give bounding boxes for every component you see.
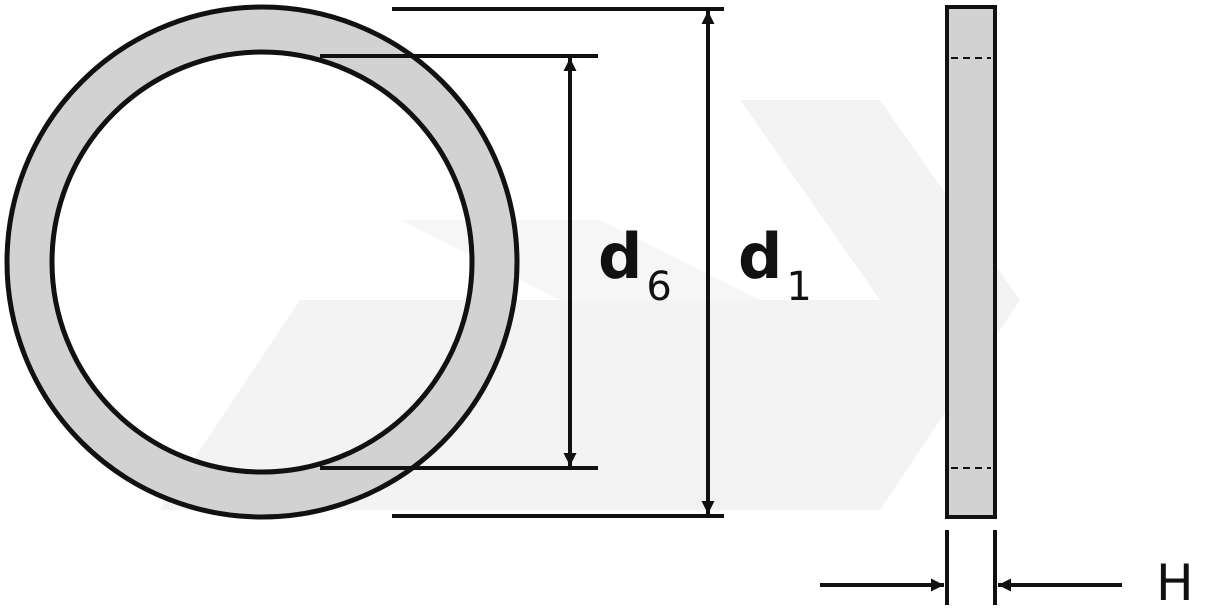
watermark-logo <box>160 100 1020 510</box>
washer-side-view <box>945 5 997 519</box>
d6-label-subscript: 6 <box>646 264 671 310</box>
h-label: H <box>1156 554 1194 610</box>
washer-outer-edge <box>4 4 520 520</box>
watermark-chevron-top <box>480 100 1020 300</box>
d1-label-subscript: 1 <box>786 264 811 310</box>
washer-front-view <box>4 4 520 520</box>
washer-ring <box>7 7 517 517</box>
washer-inner-edge <box>49 49 475 475</box>
d1-label-main: d <box>738 220 782 293</box>
d6-label-main: d <box>598 220 642 293</box>
h-dimension <box>820 530 1122 605</box>
washer-side-profile <box>945 5 997 519</box>
extension-lines <box>320 7 724 518</box>
